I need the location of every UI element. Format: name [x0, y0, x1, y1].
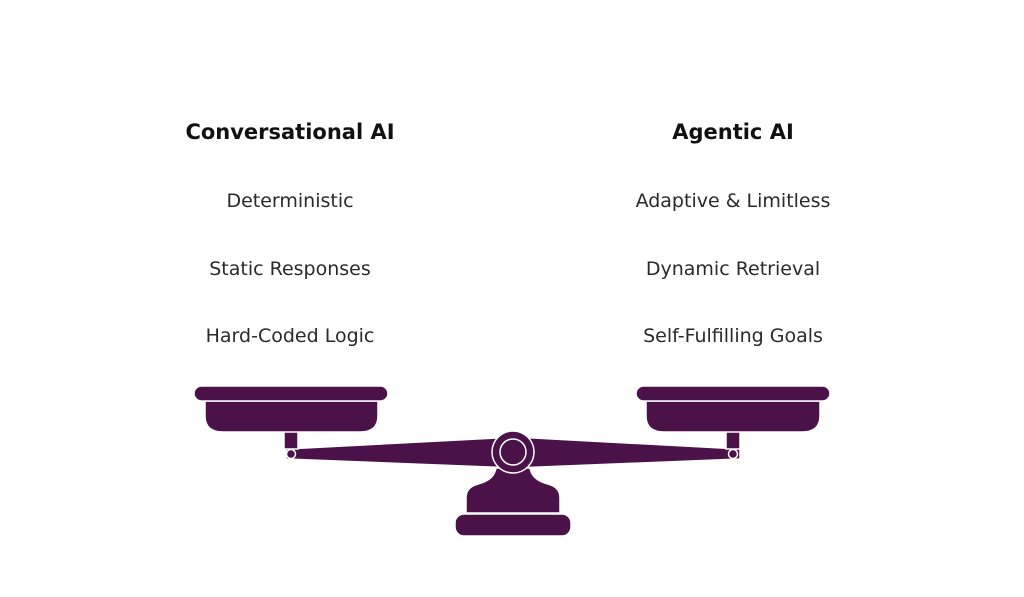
- agentic-ai-item: Self-Fulfilling Goals: [643, 325, 823, 347]
- right-pivot-pin: [727, 448, 739, 460]
- agentic-ai-item: Adaptive & Limitless: [635, 190, 831, 212]
- left-pan-bowl: [204, 400, 379, 433]
- conversational-ai-title: Conversational AI: [185, 120, 395, 144]
- scale-pivot-hole: [499, 438, 527, 466]
- conversational-ai-item: Hard-Coded Logic: [205, 325, 375, 347]
- right-pan-stem: [725, 430, 741, 450]
- left-pan-rim: [193, 385, 389, 402]
- scale-stand: [465, 467, 561, 514]
- agentic-ai-item: Dynamic Retrieval: [645, 258, 821, 280]
- conversational-ai-item: Static Responses: [209, 258, 371, 280]
- agentic-ai-title: Agentic AI: [672, 120, 794, 144]
- conversational-ai-item: Deterministic: [226, 190, 354, 212]
- left-pivot-pin: [285, 448, 297, 460]
- right-pan-rim: [635, 385, 831, 402]
- left-pan-stem: [283, 430, 299, 450]
- right-pan-bowl: [645, 400, 821, 433]
- scale-base: [454, 513, 572, 537]
